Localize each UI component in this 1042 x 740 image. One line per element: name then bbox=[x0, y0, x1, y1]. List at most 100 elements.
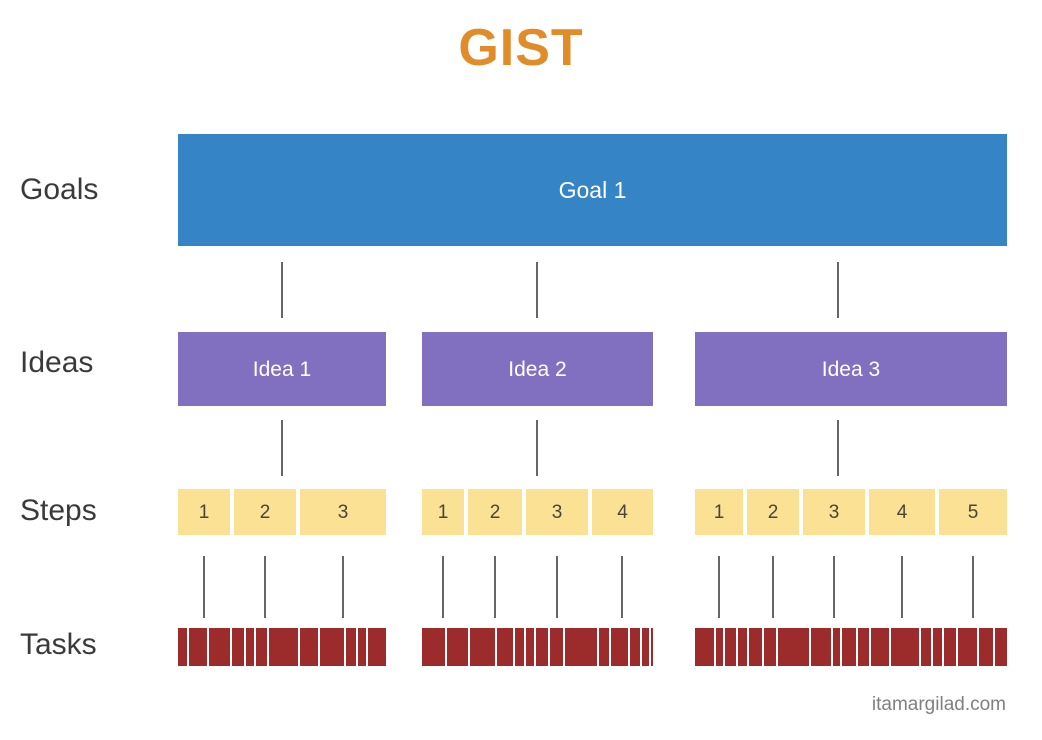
idea-box-label: Idea 1 bbox=[252, 357, 312, 381]
step-box[interactable]: 3 bbox=[300, 489, 386, 535]
task-bar[interactable] bbox=[842, 628, 856, 666]
task-bar[interactable] bbox=[611, 628, 628, 666]
page-title: GIST bbox=[458, 19, 584, 77]
step-box-label: 4 bbox=[896, 501, 908, 523]
task-bar[interactable] bbox=[422, 628, 445, 666]
task-bar[interactable] bbox=[716, 628, 723, 666]
task-bar[interactable] bbox=[300, 628, 318, 666]
connector-idea-to-step bbox=[536, 420, 538, 476]
step-box-label: 4 bbox=[617, 501, 628, 523]
task-bar[interactable] bbox=[749, 628, 762, 666]
task-bar[interactable] bbox=[933, 628, 942, 666]
task-bar[interactable] bbox=[536, 628, 548, 666]
step-box-label: 3 bbox=[337, 501, 349, 523]
task-bar[interactable] bbox=[178, 628, 187, 666]
step-box-label: 2 bbox=[489, 501, 501, 523]
connector-step-to-task bbox=[833, 556, 835, 618]
task-bar[interactable] bbox=[979, 628, 993, 666]
step-box-label: 1 bbox=[437, 501, 449, 523]
task-bar[interactable] bbox=[447, 628, 468, 666]
step-box[interactable]: 2 bbox=[468, 489, 522, 535]
step-box[interactable]: 2 bbox=[234, 489, 296, 535]
row-label-ideas: Ideas bbox=[20, 346, 94, 379]
step-box-label: 3 bbox=[551, 501, 563, 523]
task-bar[interactable] bbox=[565, 628, 597, 666]
task-bar[interactable] bbox=[368, 628, 386, 666]
step-box[interactable]: 4 bbox=[869, 489, 935, 535]
task-bar[interactable] bbox=[738, 628, 747, 666]
connector-step-to-task bbox=[772, 556, 774, 618]
task-bar[interactable] bbox=[515, 628, 524, 666]
task-bar[interactable] bbox=[269, 628, 298, 666]
task-bar[interactable] bbox=[764, 628, 776, 666]
step-box[interactable]: 1 bbox=[422, 489, 464, 535]
step-box[interactable]: 5 bbox=[939, 489, 1007, 535]
connector-step-to-task bbox=[442, 556, 444, 618]
connector-step-to-task bbox=[718, 556, 720, 618]
task-bar[interactable] bbox=[995, 628, 1007, 666]
connector-step-to-task bbox=[264, 556, 266, 618]
step-box-label: 2 bbox=[259, 501, 271, 523]
task-bar[interactable] bbox=[189, 628, 207, 666]
task-bar[interactable] bbox=[320, 628, 344, 666]
step-box[interactable]: 4 bbox=[592, 489, 653, 535]
connector-step-to-task bbox=[203, 556, 205, 618]
task-bar[interactable] bbox=[725, 628, 736, 666]
step-box[interactable]: 1 bbox=[178, 489, 230, 535]
task-bar[interactable] bbox=[811, 628, 831, 666]
task-bar[interactable] bbox=[858, 628, 869, 666]
connector-step-to-task bbox=[494, 556, 496, 618]
connector-goal-to-idea bbox=[536, 262, 538, 318]
idea-box[interactable]: Idea 3 bbox=[695, 332, 1007, 406]
task-bar[interactable] bbox=[958, 628, 977, 666]
task-bar[interactable] bbox=[944, 628, 956, 666]
step-box[interactable]: 2 bbox=[747, 489, 799, 535]
step-box[interactable]: 3 bbox=[526, 489, 588, 535]
task-bar[interactable] bbox=[232, 628, 244, 666]
task-bar[interactable] bbox=[891, 628, 919, 666]
row-label-steps: Steps bbox=[20, 494, 97, 527]
task-bar[interactable] bbox=[346, 628, 356, 666]
task-bar[interactable] bbox=[470, 628, 495, 666]
task-bar[interactable] bbox=[209, 628, 230, 666]
step-box[interactable]: 1 bbox=[695, 489, 743, 535]
task-bar[interactable] bbox=[871, 628, 889, 666]
idea-box-label: Idea 3 bbox=[821, 357, 881, 381]
task-bar[interactable] bbox=[651, 628, 653, 666]
connector-step-to-task bbox=[556, 556, 558, 618]
task-bar[interactable] bbox=[921, 628, 931, 666]
task-bar[interactable] bbox=[526, 628, 534, 666]
task-bar[interactable] bbox=[246, 628, 254, 666]
task-bar[interactable] bbox=[599, 628, 609, 666]
connector-step-to-task bbox=[342, 556, 344, 618]
task-bar[interactable] bbox=[630, 628, 640, 666]
row-label-tasks: Tasks bbox=[20, 628, 97, 661]
step-box[interactable]: 3 bbox=[803, 489, 865, 535]
connector-goal-to-idea bbox=[281, 262, 283, 318]
step-box-label: 5 bbox=[967, 501, 979, 523]
idea-box[interactable]: Idea 2 bbox=[422, 332, 653, 406]
step-box-label: 2 bbox=[767, 501, 779, 523]
step-box-label: 1 bbox=[713, 501, 725, 523]
task-bar[interactable] bbox=[833, 628, 840, 666]
goal-box-label: Goal 1 bbox=[558, 176, 627, 203]
connector-step-to-task bbox=[972, 556, 974, 618]
connector-idea-to-step bbox=[281, 420, 283, 476]
connector-step-to-task bbox=[621, 556, 623, 618]
connector-goal-to-idea bbox=[837, 262, 839, 318]
idea-box[interactable]: Idea 1 bbox=[178, 332, 386, 406]
task-bar[interactable] bbox=[358, 628, 366, 666]
idea-box-label: Idea 2 bbox=[508, 357, 567, 381]
task-bar[interactable] bbox=[778, 628, 809, 666]
task-bar[interactable] bbox=[642, 628, 649, 666]
task-bar[interactable] bbox=[256, 628, 267, 666]
connector-step-to-task bbox=[901, 556, 903, 618]
step-box-label: 3 bbox=[828, 501, 840, 523]
task-bar[interactable] bbox=[550, 628, 563, 666]
attribution-footer: itamargilad.com bbox=[871, 694, 1006, 715]
row-label-goals: Goals bbox=[20, 173, 99, 206]
goal-box[interactable]: Goal 1 bbox=[178, 134, 1007, 246]
step-box-label: 1 bbox=[198, 501, 210, 523]
task-bar[interactable] bbox=[695, 628, 714, 666]
task-bar[interactable] bbox=[497, 628, 513, 666]
